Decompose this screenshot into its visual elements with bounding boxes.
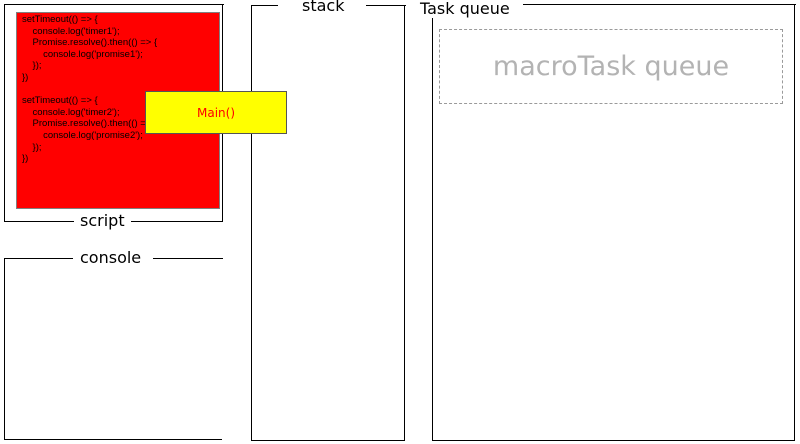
script-label: script [74,212,131,230]
console-panel-top-border-left [5,258,73,259]
code-line: }); [22,141,42,153]
stack-panel-top-border-left [252,5,278,6]
code-line: }); [22,60,42,72]
script-panel-top-border [5,4,224,5]
code-line: console.log('promise2'); [22,129,143,141]
code-line: }) [22,153,29,165]
stack-frame-main: Main() [145,91,287,134]
code-line: console.log('promise1'); [22,48,143,60]
stack-label: stack [296,0,351,15]
stack-panel [251,5,406,441]
console-panel [4,258,223,440]
task-queue-panel [432,4,796,441]
code-line: setTimeout(() => { [22,95,98,107]
macrotask-queue: macroTask queue [439,29,783,104]
task-queue-panel-top-border [523,4,796,5]
code-line: console.log('timer2'); [22,106,120,118]
console-label: console [74,249,148,267]
code-line: setTimeout(() => { [22,14,98,25]
console-panel-top-border-right [153,258,223,259]
code-line: console.log('timer1'); [22,25,120,37]
task-queue-label: Task queue [414,0,516,18]
stack-panel-top-border-right [366,5,406,6]
code-line: }) [22,71,29,83]
code-line: Promise.resolve().then(() => { [22,37,158,49]
